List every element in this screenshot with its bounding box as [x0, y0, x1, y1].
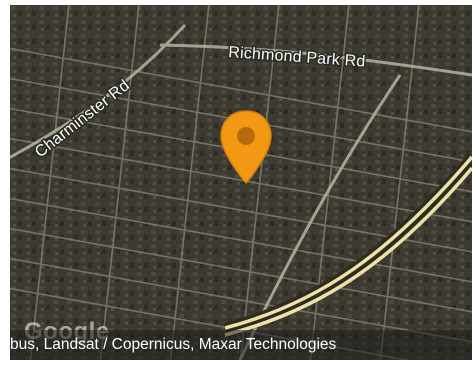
satellite-map[interactable]: Richmond Park Rd Charminster Rd: [10, 5, 472, 360]
marker-dot: [237, 127, 255, 145]
highway: [223, 155, 472, 337]
map-view[interactable]: Richmond Park Rd Charminster Rd Google b…: [10, 5, 472, 360]
location-pin-icon[interactable]: [218, 109, 274, 187]
map-attribution: bus, Landsat / Copernicus, Maxar Technol…: [10, 330, 472, 360]
